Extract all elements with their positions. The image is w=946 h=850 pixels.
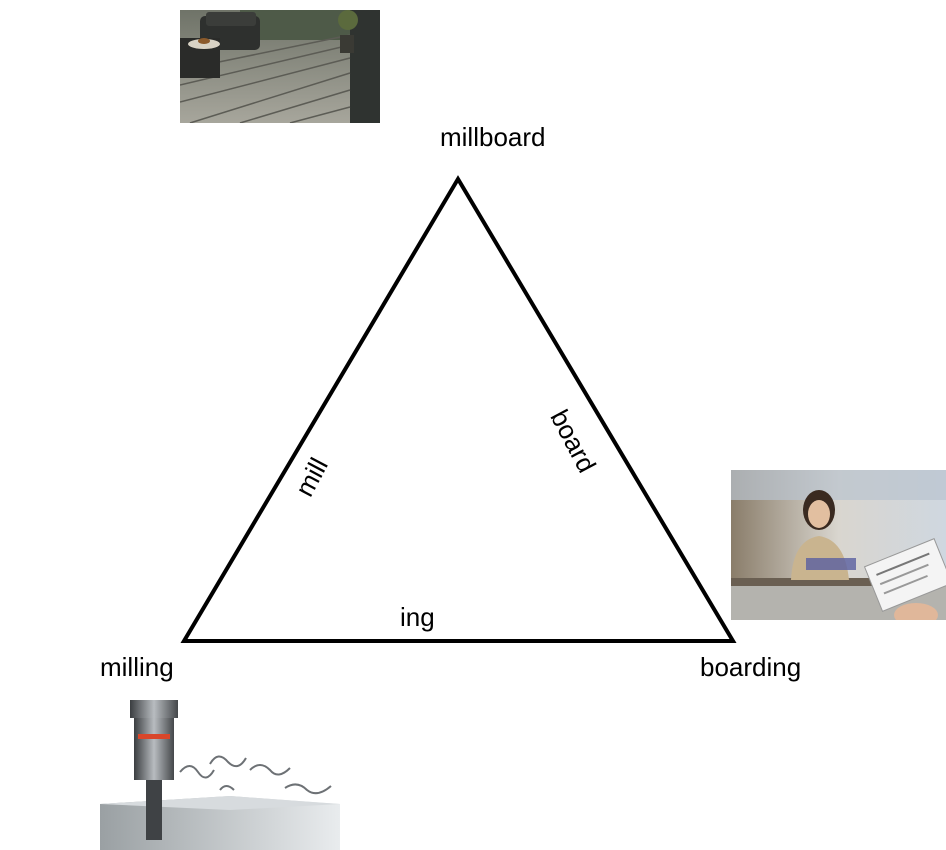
milling-cutter-photo — [100, 700, 340, 850]
triangle-outline — [180, 175, 737, 643]
vertex-label-right: boarding — [700, 652, 802, 682]
airport-boarding-pass-photo — [731, 470, 946, 620]
decking-patio-photo — [180, 10, 380, 123]
vertex-label-left: milling — [100, 652, 174, 682]
edge-label-bottom: ing — [400, 602, 435, 632]
vertex-label-top: millboard — [440, 122, 546, 152]
